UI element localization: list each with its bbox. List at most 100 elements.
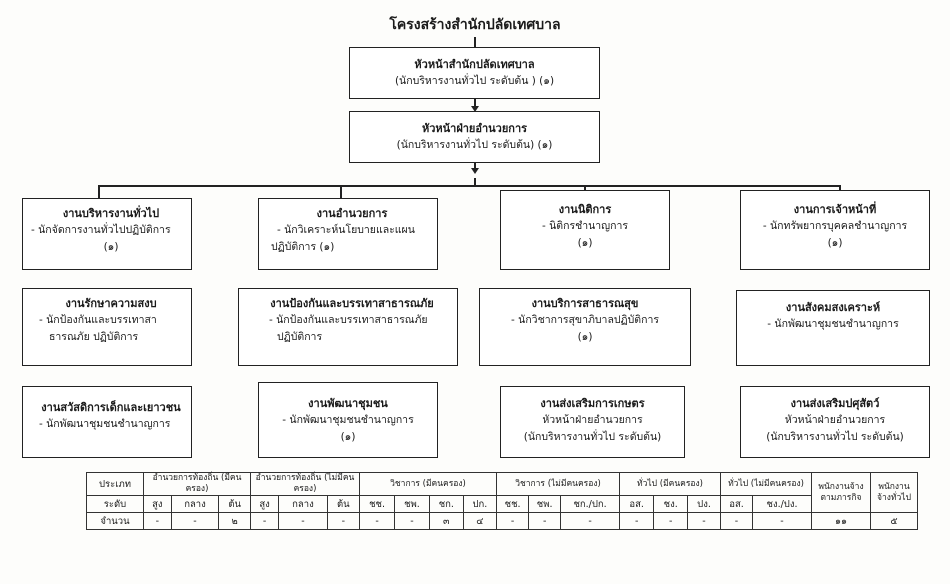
row-header: จำนวน xyxy=(86,512,144,530)
count-cell: - xyxy=(560,512,620,530)
count-cell: - xyxy=(528,512,562,530)
level-cell: ต้น xyxy=(218,495,251,513)
count-cell: ๕ xyxy=(870,512,918,530)
admin-sub: (นักบริหารงานทั่วไป ระดับต้น) (๑) xyxy=(396,139,553,151)
box-title: งานป้องกันและบรรเทาสาธารณภัย xyxy=(270,297,434,310)
count-cell: - xyxy=(495,512,530,530)
level-cell: ชก./ปก. xyxy=(560,495,620,513)
connector xyxy=(98,185,840,187)
box-line: ธารณภัย ปฏิบัติการ xyxy=(49,331,139,343)
table-row: จำนวน - - ๒ - - - - - ๓ ๔ - - - - - - - … xyxy=(86,512,918,530)
chart-title: โครงสร้างสำนักปลัดเทศบาล xyxy=(389,17,561,33)
level-cell: ชก. xyxy=(428,495,464,513)
box-title: งานการเจ้าหน้าที่ xyxy=(793,203,877,216)
count-cell: ๑๑ xyxy=(811,512,871,530)
table-row: ประเภท อำนวยการท้องถิ่น (มีคนครอง) อำนวย… xyxy=(86,472,918,513)
arrow-icon xyxy=(471,106,479,112)
level-cell: ชพ. xyxy=(394,495,430,513)
admin-title: หัวหน้าฝ่ายอำนวยการ xyxy=(421,122,528,135)
group-header: อำนวยการท้องถิ่น (ไม่มีคนครอง) xyxy=(250,472,360,496)
count-cell: - xyxy=(143,512,172,530)
count-cell: - xyxy=(752,512,812,530)
box-line: - นักป้องกันและบรรเทาสาธารณภัย xyxy=(269,314,428,326)
box-title: งานพัฒนาชุมชน xyxy=(308,397,388,410)
box-title: งานรักษาความสงบ xyxy=(65,297,157,310)
box-line: ปฏิบัติการ (๑) xyxy=(271,241,335,253)
group-header: วิชาการ (ไม่มีคนครอง) xyxy=(496,472,620,496)
directing-box: งานอำนวยการ - นักวิเคราะห์นโยบายและแผน ป… xyxy=(258,198,438,270)
level-cell: ต้น xyxy=(326,495,361,513)
level-cell: สูง xyxy=(143,495,172,513)
head-title: หัวหน้าสำนักปลัดเทศบาล xyxy=(414,58,535,71)
community-dev-box: งานพัฒนาชุมชน - นักพัฒนาชุมชนชำนาญการ (๑… xyxy=(258,382,438,458)
connector xyxy=(98,185,100,198)
level-cell: ปง. xyxy=(687,495,721,513)
agriculture-box: งานส่งเสริมการเกษตร หัวหน้าฝ่ายอำนวยการ … xyxy=(500,386,685,458)
box-title: งานส่งเสริมการเกษตร xyxy=(540,397,645,410)
box-line: - นักพัฒนาชุมชนชำนาญการ xyxy=(39,418,171,430)
level-cell: ปก. xyxy=(462,495,498,513)
level-cell: ชช. xyxy=(495,495,530,513)
legal-box: งานนิติการ - นิติกรชำนาญการ (๑) xyxy=(500,190,670,270)
box-line: หัวหน้าฝ่ายอำนวยการ xyxy=(542,414,643,426)
level-cell: ชพ. xyxy=(528,495,562,513)
count-cell: - xyxy=(653,512,689,530)
group-header: ทั่วไป (มีคนครอง) xyxy=(619,472,721,496)
box-title: งานนิติการ xyxy=(558,203,612,216)
box-title: งานส่งเสริมปศุสัตว์ xyxy=(790,397,880,410)
livestock-box: งานส่งเสริมปศุสัตว์ หัวหน้าฝ่ายอำนวยการ … xyxy=(740,386,930,458)
head-sub: (นักบริหารงานทั่วไป ระดับต้น ) (๑) xyxy=(394,75,555,87)
count-cell: - xyxy=(170,512,220,530)
box-line: - นักป้องกันและบรรเทาสา xyxy=(39,314,157,326)
box-line: หัวหน้าฝ่ายอำนวยการ xyxy=(784,414,886,426)
level-cell: ชง. xyxy=(653,495,689,513)
staff-summary-table: ประเภท อำนวยการท้องถิ่น (มีคนครอง) อำนวย… xyxy=(86,472,918,530)
disaster-prevention-box: งานป้องกันและบรรเทาสาธารณภัย - นักป้องกั… xyxy=(238,288,458,366)
count-cell: - xyxy=(618,512,655,530)
count-cell: - xyxy=(687,512,721,530)
row-header: ระดับ xyxy=(86,495,144,513)
count-cell: - xyxy=(326,512,361,530)
head-box: หัวหน้าสำนักปลัดเทศบาล (นักบริหารงานทั่ว… xyxy=(349,47,600,99)
box-line: - นักจัดการงานทั่วไปปฏิบัติการ xyxy=(31,224,171,236)
box-line: - นักพัฒนาชุมชนชำนาญการ xyxy=(282,414,414,426)
count-cell: - xyxy=(394,512,430,530)
public-health-box: งานบริการสาธารณสุข - นักวิชาการสุขาภิบาล… xyxy=(479,288,691,366)
box-title: งานบริการสาธารณสุข xyxy=(531,297,639,310)
level-cell: กลาง xyxy=(170,495,220,513)
social-welfare-box: งานสังคมสงเคราะห์ - นักพัฒนาชุมชนชำนาญกา… xyxy=(736,290,930,366)
arrow-icon xyxy=(471,168,479,174)
box-line: - นักวิชาการสุขาภิบาลปฏิบัติการ xyxy=(511,314,659,326)
connector xyxy=(474,160,476,172)
box-line: (นักบริหารงานทั่วไป ระดับต้น) xyxy=(766,431,904,443)
box-line: (๑) xyxy=(827,237,843,249)
group-header: พนักงานจ้างตามภารกิจ xyxy=(811,472,871,513)
group-header: ทั่วไป (ไม่มีคนครอง) xyxy=(720,472,812,496)
level-cell: อส. xyxy=(720,495,753,513)
count-cell: ๔ xyxy=(462,512,498,530)
table-row: ระดับ สูง กลาง ต้น สูง กลาง ต้น ชช. ชพ. … xyxy=(86,495,918,513)
level-cell: อส. xyxy=(618,495,655,513)
level-cell: กลาง xyxy=(278,495,328,513)
box-title: งานสวัสดิการเด็กและเยาวชน xyxy=(41,401,181,414)
connector xyxy=(340,185,342,198)
level-cell: ชง./ปง. xyxy=(752,495,812,513)
count-cell: - xyxy=(720,512,753,530)
box-line: (๑) xyxy=(340,431,356,443)
peacekeeping-box: งานรักษาความสงบ - นักป้องกันและบรรเทาสา … xyxy=(22,288,192,366)
box-line: - นักพัฒนาชุมชนชำนาญการ xyxy=(767,318,899,330)
admin-box: หัวหน้าฝ่ายอำนวยการ (นักบริหารงานทั่วไป … xyxy=(349,111,600,163)
level-cell: สูง xyxy=(249,495,280,513)
connector xyxy=(474,178,476,186)
box-line: (๑) xyxy=(577,331,593,343)
count-cell: - xyxy=(278,512,328,530)
group-header: อำนวยการท้องถิ่น (มีคนครอง) xyxy=(143,472,251,496)
level-cell: ชช. xyxy=(358,495,396,513)
group-header: พนักงานจ้างทั่วไป xyxy=(870,472,918,513)
count-cell: - xyxy=(358,512,396,530)
count-cell: - xyxy=(249,512,280,530)
box-line: - นิติกรชำนาญการ xyxy=(541,220,629,232)
group-header: วิชาการ (มีคนครอง) xyxy=(359,472,497,496)
count-cell: ๓ xyxy=(428,512,464,530)
youth-welfare-box: งานสวัสดิการเด็กและเยาวชน - นักพัฒนาชุมช… xyxy=(22,386,192,458)
